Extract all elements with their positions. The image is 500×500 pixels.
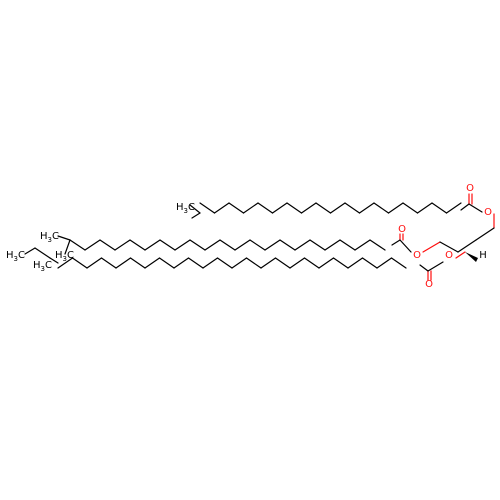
chain-2-o-to-ch2 (422, 241, 441, 253)
chain-1-bond-0 (199, 202, 216, 214)
chain-2-bond-10 (219, 239, 236, 251)
chain-1-bond-5 (271, 202, 288, 214)
chain-3-to-carbonyl (419, 264, 429, 272)
chain-3-bond-1 (71, 257, 88, 269)
chain-1-bond-13 (387, 202, 404, 214)
chain-3-bond-4 (115, 257, 132, 269)
chain-2-bond-12 (249, 239, 266, 251)
bond-layer (24, 193, 495, 281)
chain-3-bond-13 (245, 257, 262, 269)
chain-3-bond-7 (158, 257, 175, 269)
chain-1-to-carbonyl (460, 203, 470, 211)
chain-2-bond-6 (159, 239, 176, 251)
chain-3-carbonyl-oxygen: O (425, 279, 433, 290)
chain-1-bond-12 (373, 202, 390, 214)
chain-3-bond-19 (332, 257, 349, 269)
stereo-hydrogen: H (479, 250, 487, 261)
atom-label-layer: O O O O O O H H3C H3C H3C H3C H3C (6, 183, 492, 290)
chain-1-bond-4 (257, 202, 274, 214)
chain-2-bond-3 (114, 239, 131, 251)
chain-1-carbonyl-to-o (468, 203, 483, 213)
chain-2-terminal-methyl-lower: H3C (55, 250, 74, 263)
chain-2-ester-oxygen: O (413, 250, 421, 261)
chain-2-bond-5 (144, 239, 161, 251)
chain-3-bond-10 (202, 257, 219, 269)
chain-1-bond-3 (242, 202, 259, 214)
chain-2-bond-11 (234, 239, 251, 251)
chain-2-bond-19 (354, 239, 371, 251)
chain-3-bond-22 (376, 257, 393, 269)
chain-2-methyl-bond-b (64, 239, 71, 255)
chain-1-bond-8 (315, 202, 332, 214)
chain-1-bond-2 (228, 202, 245, 214)
chain-2-to-carbonyl (391, 239, 401, 246)
chain-2-bond-20 (369, 239, 386, 251)
chain-1-bond-15 (416, 202, 433, 214)
chain-3-carbonyl-to-o (427, 261, 444, 272)
chain-1-bond-10 (344, 202, 361, 214)
glycerol-c3-to-c2 (439, 241, 459, 253)
chain-3-bond-3 (100, 257, 117, 269)
chain-1-bond-7 (300, 202, 317, 214)
chain-3-ethyl-bond-b (34, 247, 51, 259)
chain-1-bond-14 (402, 202, 419, 214)
chain-2-bond-15 (294, 239, 311, 251)
chain-2-bond-4 (129, 239, 146, 251)
chain-3-ethyl-methyl: H3C (6, 250, 25, 263)
chain-2-carbonyl-oxygen: O (398, 224, 406, 235)
chain-1-methyl-bond-b (191, 212, 201, 219)
chain-2-carbonyl-to-o (399, 239, 412, 253)
chain-3-bond-5 (129, 257, 146, 269)
chain-2-bond-9 (204, 239, 221, 251)
chain-2-bond-0 (69, 239, 86, 251)
chain-2-methyl-bond-a (57, 235, 71, 241)
chain-2-bond-16 (309, 239, 326, 251)
chain-3-bond-11 (216, 257, 233, 269)
glycerol-c1-to-c2 (475, 227, 495, 241)
chain-3-bond-14 (260, 257, 277, 269)
chain-1-bond-1 (213, 202, 230, 214)
chain-1-terminal-methyl: H3C (176, 202, 195, 215)
chain-3-bond-21 (361, 257, 378, 269)
chain-2-bond-18 (339, 239, 356, 251)
chain-2-bond-13 (264, 239, 281, 251)
chain-3-ethyl-bond-c (49, 257, 59, 264)
chain-3-bond-16 (289, 257, 306, 269)
chain-2-bond-8 (189, 239, 206, 251)
chain-2-bond-14 (279, 239, 296, 251)
chain-3-bond-17 (303, 257, 320, 269)
chain-3-ethyl-bond-a (24, 247, 36, 255)
chain-3-ester-oxygen: O (445, 250, 453, 261)
chain-3-bond-23 (390, 257, 407, 269)
chain-3-bond-0 (57, 257, 74, 269)
stereo-wedge-bond (465, 252, 478, 262)
chain-1-bond-11 (358, 202, 375, 214)
chain-3-bond-2 (86, 257, 103, 269)
chain-2-bond-1 (84, 239, 101, 251)
chain-1-methyl-bond-a (189, 204, 201, 214)
chain-3-bond-9 (187, 257, 204, 269)
chain-1-bond-6 (286, 202, 303, 214)
chain-3-bond-12 (231, 257, 248, 269)
chain-1-ester-oxygen: O (484, 207, 492, 218)
chain-3-o-to-c2 (455, 251, 466, 259)
chain-1-bond-17 (445, 202, 462, 214)
chain-3-branch-methyl: H3C (33, 260, 52, 273)
chain-3-bond-18 (318, 257, 335, 269)
chain-1-bond-16 (431, 202, 448, 214)
chain-3-bond-6 (144, 257, 161, 269)
chain-3-bond-15 (274, 257, 291, 269)
chain-1-bond-9 (329, 202, 346, 214)
glycerol-c2-bond (457, 239, 477, 253)
chain-2-bond-2 (99, 239, 116, 251)
chain-2-bond-7 (174, 239, 191, 251)
chain-3-bond-20 (347, 257, 364, 269)
chain-1-carbonyl-oxygen: O (466, 183, 474, 194)
chain-2-bond-17 (324, 239, 341, 251)
chain-3-bond-8 (173, 257, 190, 269)
chain-2-terminal-methyl-upper: H3C (40, 231, 59, 244)
